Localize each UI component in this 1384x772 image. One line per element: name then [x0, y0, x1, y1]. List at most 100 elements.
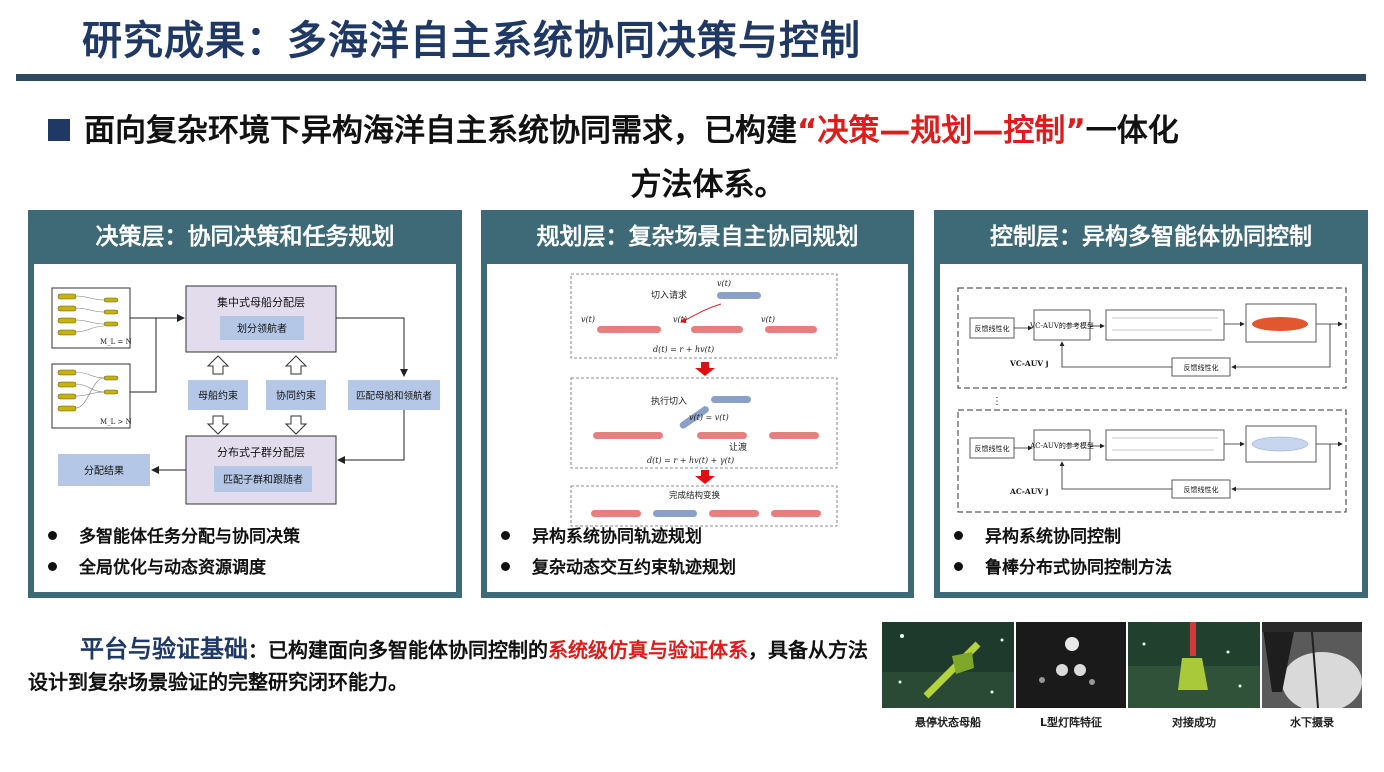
auv-icon — [591, 510, 641, 517]
bullet-list: 多智能体任务分配与协同决策 全局优化与动态资源调度 — [48, 522, 300, 584]
match-leader-box — [348, 380, 440, 410]
stage-3-box — [570, 485, 838, 527]
central-allocation-label: 集中式母船分配层 — [217, 295, 305, 309]
ac-model-box — [1033, 429, 1091, 461]
svg-text:反馈线性化: 反馈线性化 — [1184, 363, 1219, 372]
auv-icon — [653, 510, 697, 517]
mothership-constraint-label: 母船约束 — [198, 389, 238, 402]
slide-title: 研究成果：多海洋自主系统协同决策与控制 — [82, 18, 861, 64]
stage-2-yield: 让渡 — [729, 441, 747, 453]
stage-2-relation: v(t) = v(t) — [689, 413, 729, 422]
vc-auv-block — [957, 287, 1347, 389]
stage-2-box — [570, 377, 838, 469]
headline-highlight: “决策—规划—控制” — [797, 113, 1086, 149]
auv-icon — [709, 510, 759, 517]
stage-3-label: 完成结构变换 — [669, 490, 721, 501]
bullet-dot-icon — [954, 530, 963, 540]
auv-icon — [597, 326, 661, 333]
auv-icon — [593, 432, 663, 439]
cluster1-label: M_L = N — [100, 338, 132, 346]
svg-text:v(t): v(t) — [717, 279, 731, 288]
follower-label: 匹配子群和跟随者 — [223, 473, 303, 486]
ac-auv-block — [957, 409, 1347, 513]
panel-title: 决策层：协同决策和任务规划 — [95, 224, 395, 250]
svg-text:反馈线性化: 反馈线性化 — [975, 444, 1010, 453]
trajectory-diagram: 切入请求 v(t) v(t) v(t) v(t) d(t) = r + hv(t… — [570, 273, 838, 527]
svg-text:v(t): v(t) — [673, 315, 687, 324]
control-diagram: 反馈线性化 VC-AUV的参考模型 反馈线性化 VC-AUV j ⋮ 反馈线性化… — [957, 287, 1347, 513]
cluster2-label: M_L > N — [100, 418, 132, 426]
auv-icon — [765, 326, 817, 333]
auv-icon — [679, 406, 709, 429]
stage-1-equation: d(t) = r + hv(t) — [653, 345, 714, 354]
svg-text:反馈线性化: 反馈线性化 — [1184, 485, 1219, 494]
platform-description: 平台与验证基础：已构建面向多智能体协同控制的系统级仿真与验证体系，具备从方法设计… — [28, 633, 868, 698]
list-item: 异构系统协同轨迹规划 — [501, 522, 736, 553]
auv-icon — [697, 432, 747, 439]
headline-line2: 方法体系。 — [630, 167, 786, 203]
auv-icon — [1252, 317, 1308, 331]
svg-text:v(t): v(t) — [761, 315, 775, 324]
svg-text:AC-AUV的参考模型: AC-AUV的参考模型 — [1029, 441, 1094, 450]
stage-2-label: 执行切入 — [651, 395, 687, 407]
photo-docking — [1128, 622, 1260, 708]
title-divider — [16, 74, 1366, 81]
photo-caption: 悬停状态母船 — [915, 716, 981, 729]
coop-constraint-box — [266, 380, 326, 410]
panel-body: 切入请求 v(t) v(t) v(t) v(t) d(t) = r + hv(t… — [487, 264, 908, 592]
bullet-dot-icon — [48, 561, 57, 571]
list-item: 全局优化与动态资源调度 — [48, 553, 300, 584]
bullet-dot-icon — [954, 561, 963, 571]
result-label: 分配结果 — [84, 464, 124, 477]
panel-body: M_L = N M_L > N 集中式母船分配层 划分领航者 — [34, 264, 456, 592]
vc-model-box — [1033, 309, 1091, 341]
list-item: 鲁棒分布式协同控制方法 — [954, 553, 1172, 584]
panel-control: 控制层：异构多智能体协同控制 反馈线性化 VC-AUV的参考模型 反馈线性化 — [934, 210, 1368, 598]
platform-highlight: 系统级仿真与验证体系 — [548, 638, 748, 662]
auv-icon — [691, 326, 743, 333]
platform-text-2: ，具备从方法设计到复杂场景验证的完整研究闭环能力。 — [28, 638, 868, 694]
photo-underwater-recording — [1262, 622, 1362, 712]
panel-title: 控制层：异构多智能体协同控制 — [990, 224, 1312, 250]
bullet-list: 异构系统协同控制 鲁棒分布式协同控制方法 — [954, 522, 1172, 584]
distributed-allocation-label: 分布式子群分配层 — [217, 445, 305, 459]
auv-icon — [717, 292, 761, 299]
svg-text:VC-AUV的参考模型: VC-AUV的参考模型 — [1029, 321, 1094, 330]
bullet-dot-icon — [48, 530, 57, 540]
stage-2-equation: d(t) = r + hv(t) + γ(t) — [647, 456, 734, 465]
ac-dynamics-box — [1105, 429, 1225, 461]
leader-box — [220, 316, 304, 340]
vc-auv-label: VC-AUV j — [1009, 359, 1049, 368]
auv-icon — [711, 396, 751, 403]
list-item: 异构系统协同控制 — [954, 522, 1172, 553]
auv-icon — [769, 432, 819, 439]
stage-1-box — [570, 273, 838, 359]
platform-text-1: 已构建面向多智能体协同控制的 — [268, 638, 548, 662]
photo-light-array — [1016, 622, 1126, 708]
panel-planning: 规划层：复杂场景自主协同规划 切入请求 v(t) v(t) v(t) v(t) … — [481, 210, 914, 598]
platform-lead: 平台与验证基础 — [80, 635, 248, 663]
headline-prefix: 面向复杂环境下异构海洋自主系统协同需求，已构建 — [84, 113, 797, 149]
auv-icon — [771, 510, 821, 517]
ac-auv-label: AC-AUV j — [1009, 487, 1049, 496]
list-item: 复杂动态交互约束轨迹规划 — [501, 553, 736, 584]
coop-constraint-label: 协同约束 — [276, 389, 316, 402]
photo-caption: L型灯阵特征 — [1039, 716, 1102, 729]
svg-text:⋮: ⋮ — [992, 396, 1002, 407]
arrow-down-icon — [695, 470, 715, 484]
stage-1-label: 切入请求 — [651, 289, 687, 301]
platform-colon: ： — [248, 638, 268, 662]
leader-label: 划分领航者 — [237, 322, 287, 335]
photo-caption: 对接成功 — [1172, 716, 1216, 729]
square-bullet-icon — [48, 118, 70, 141]
follower-box — [214, 466, 312, 492]
bullet-dot-icon — [501, 561, 510, 571]
panel-body: 反馈线性化 VC-AUV的参考模型 反馈线性化 VC-AUV j ⋮ 反馈线性化… — [940, 264, 1362, 592]
headline: 面向复杂环境下异构海洋自主系统协同需求，已构建“决策—规划—控制”一体化 方法体… — [48, 104, 1368, 212]
mothership-constraint-box — [188, 380, 248, 410]
arrow-down-icon — [695, 362, 715, 376]
photo-caption: 水下摄录 — [1290, 716, 1334, 729]
list-item: 多智能体任务分配与协同决策 — [48, 522, 300, 553]
headline-suffix: 一体化 — [1085, 113, 1179, 149]
photo-hover-mothership — [882, 622, 1014, 708]
